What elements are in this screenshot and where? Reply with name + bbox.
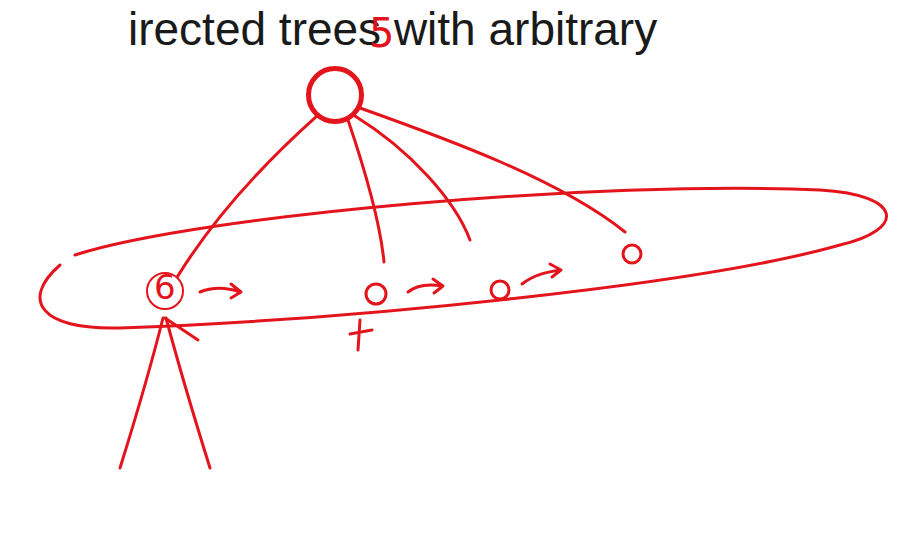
child-edge: [355, 116, 470, 240]
sibling-arrow: [200, 284, 241, 298]
root-node: 5: [306, 66, 364, 124]
sibling-arrow: [522, 264, 561, 284]
child-edge: [360, 108, 625, 232]
subtree-line: [165, 318, 198, 340]
child-circle: [491, 281, 509, 299]
tick-mark: [350, 320, 372, 350]
child-circle: [366, 284, 386, 304]
child-edge: [348, 120, 384, 262]
node-label: 5: [369, 13, 394, 53]
child-circle: [623, 245, 641, 263]
sibling-arrow: [408, 279, 443, 293]
tree-edge: [177, 117, 316, 277]
sibling-ellipse: [40, 188, 887, 328]
child-node: 6: [146, 272, 184, 310]
subtree-line: [166, 318, 210, 468]
node-label: 6: [154, 270, 176, 304]
subtree-line: [120, 318, 163, 468]
